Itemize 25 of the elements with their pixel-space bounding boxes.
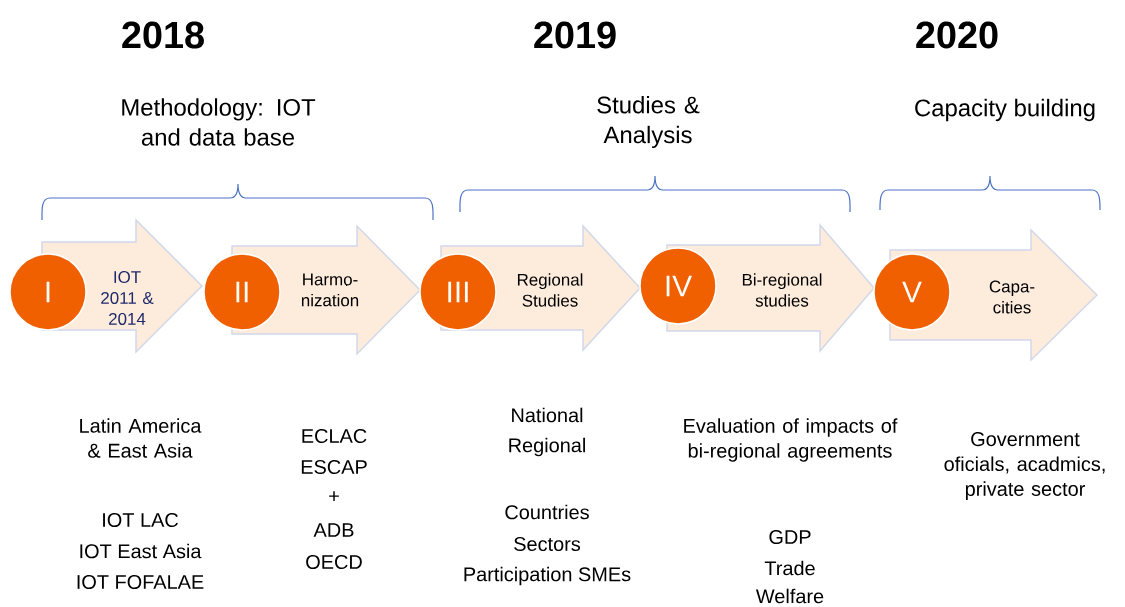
- note-text: IOT LAC: [103, 512, 178, 528]
- phase-heading: Methodology: IOT and data base: [122, 98, 316, 146]
- note-text: Trade: [764, 560, 815, 576]
- note-text: IOT East Asia: [80, 543, 202, 559]
- note-text: IOT FOFALAE: [77, 574, 204, 590]
- note-text: Regional: [509, 437, 585, 457]
- note-text: National: [512, 407, 583, 423]
- note-text: Welfare: [755, 588, 824, 604]
- phase-heading: Studies & Analysis: [597, 95, 700, 149]
- note-text: +: [329, 491, 339, 501]
- note-text: Countries: [505, 504, 589, 520]
- note-text: ESCAP: [301, 459, 367, 475]
- note-text: Evaluation of impacts of bi-regional agreements: [684, 418, 898, 462]
- note-text: Participation SMEs: [464, 566, 631, 586]
- note-text: Government oficials, acadmics, private sector: [944, 432, 1105, 500]
- year-heading: 2020: [916, 21, 998, 49]
- note-text: GDP: [769, 529, 811, 545]
- year-heading: 2019: [534, 21, 616, 49]
- year-heading: 2018: [122, 21, 204, 49]
- note-text: Sectors: [514, 536, 581, 552]
- note-text: OECD: [306, 554, 362, 570]
- phase-heading: Capacity building: [915, 98, 1095, 122]
- note-text: ADB: [313, 523, 354, 537]
- note-text: Latin America & East Asia: [80, 418, 202, 458]
- note-text: ECLAC: [302, 428, 367, 444]
